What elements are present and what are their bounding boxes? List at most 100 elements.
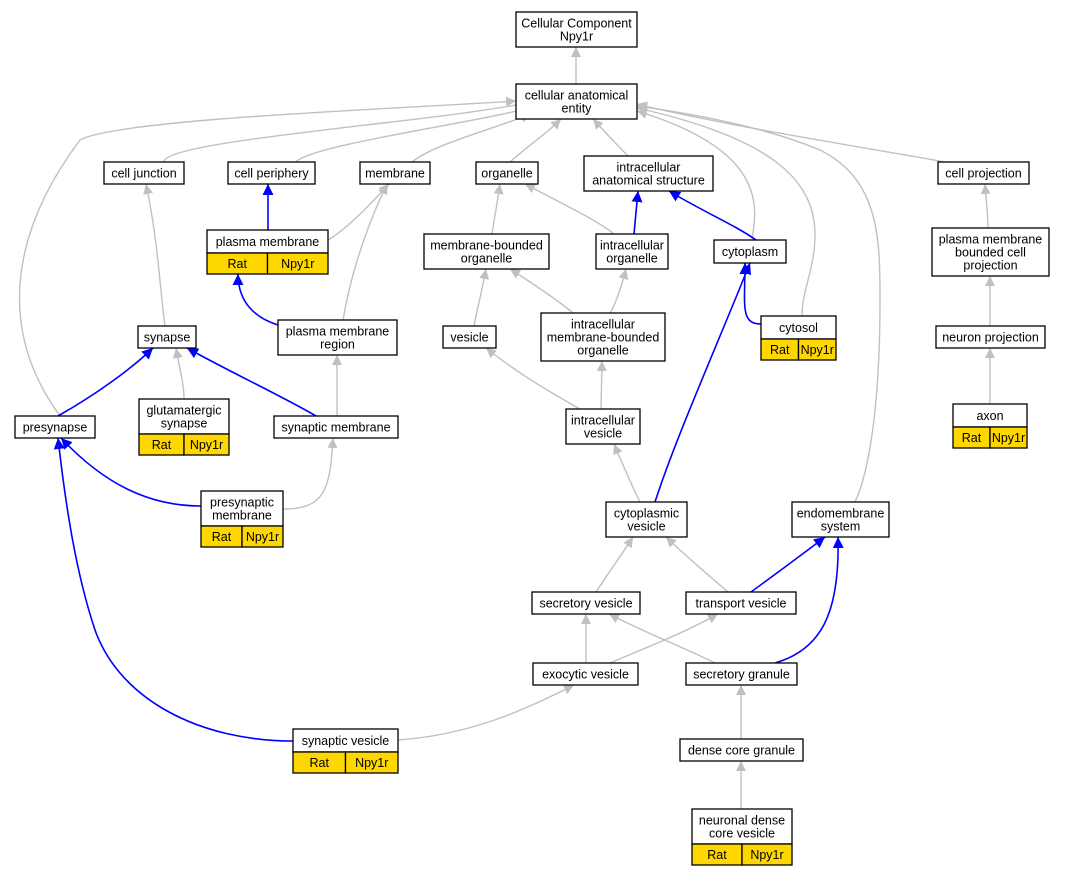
edge-pre-syn [57,347,154,417]
node-cyto[interactable]: cytoplasm [713,239,787,264]
annotation-gene-label: Npy1r [750,848,783,862]
node-box [531,591,641,615]
edge-imbo-mbo [509,268,574,314]
edge-ias-cae [592,118,629,157]
node-label: cell projection [945,167,1021,181]
node-label: plasma membrane [286,325,390,339]
node-box [227,161,316,185]
node-exo[interactable]: exocytic vesicle [532,662,639,686]
node-ves[interactable]: vesicle [442,325,497,349]
annotation-species-label: Rat [310,756,330,770]
node-label: cellular anatomical [525,89,629,103]
edge-tv-cv [665,536,729,593]
node-label: vesicle [627,520,665,534]
edge-cj-cae [163,99,532,163]
node-label: secretory granule [693,668,790,682]
edge-cv-iv [613,443,641,503]
node-box [685,662,798,686]
node-label: organelle [481,167,532,181]
edge-mem-cae [411,112,532,163]
node-label: neuron projection [942,331,1039,345]
node-dcg[interactable]: dense core granule [679,738,804,762]
node-label: Cellular Component [521,17,632,31]
node-box [475,161,539,185]
edge-prem-sm [282,437,338,510]
node-org[interactable]: organelle [475,161,539,185]
node-label: cell periphery [234,167,309,181]
node-label: vesicle [450,331,488,345]
node-mem[interactable]: membrane [359,161,431,185]
annotation-species-label: Rat [707,848,727,862]
node-label: transport vesicle [695,597,786,611]
annotation-species-label: Rat [962,431,982,445]
edge-mbo-org [491,183,504,235]
edge-cyto-cae [636,109,756,241]
node-label: membrane-bounded [430,239,543,253]
node-cp[interactable]: cell periphery [227,161,316,185]
node-box [273,415,399,439]
edge-pmbcp-cproj [980,183,991,229]
node-sv[interactable]: secretory vesicle [531,591,641,615]
node-box [515,11,638,48]
node-label: plasma membrane [216,235,320,249]
node-label: system [821,520,861,534]
node-cj[interactable]: cell junction [103,161,185,185]
node-label: glutamatergic [146,404,221,418]
node-box [103,161,185,185]
annotation-gene-label: Npy1r [190,438,223,452]
annotation-gene-label: Npy1r [992,431,1025,445]
node-label: intracellular [571,414,635,428]
annotation-species-label: Rat [228,257,248,271]
annotation-cell [797,338,837,361]
node-label: entity [562,102,593,116]
edge-pmr-pm [232,273,279,326]
node-label: bounded cell [955,246,1026,260]
edges-layer [18,47,995,809]
edge-synv-exo [397,684,575,741]
node-label: cell junction [111,167,176,181]
node-label: core vesicle [709,827,775,841]
edge-pre-cae [18,96,517,417]
node-sm[interactable]: synaptic membrane [273,415,399,439]
node-sg[interactable]: secretory granule [685,662,798,686]
node-box [565,408,641,445]
edge-glu-syn [172,347,185,400]
node-syn[interactable]: synapse [137,325,197,349]
edge-sv-cv [595,536,634,593]
node-box [685,591,797,615]
node-label: exocytic vesicle [542,668,629,682]
node-label: organelle [577,344,628,358]
annotation-cell [183,433,230,456]
annotation-cell [989,426,1028,449]
annotation-gene-label: Npy1r [355,756,388,770]
node-np[interactable]: neuron projection [935,325,1046,349]
node-label: organelle [606,252,657,266]
edge-io-org [524,183,615,235]
annotation-cell [741,843,793,866]
node-tv[interactable]: transport vesicle [685,591,797,615]
edge-sg-ems [774,536,844,664]
node-box [359,161,431,185]
node-box [137,325,197,349]
node-cproj[interactable]: cell projection [937,161,1030,185]
node-pre[interactable]: presynapse [14,415,96,439]
